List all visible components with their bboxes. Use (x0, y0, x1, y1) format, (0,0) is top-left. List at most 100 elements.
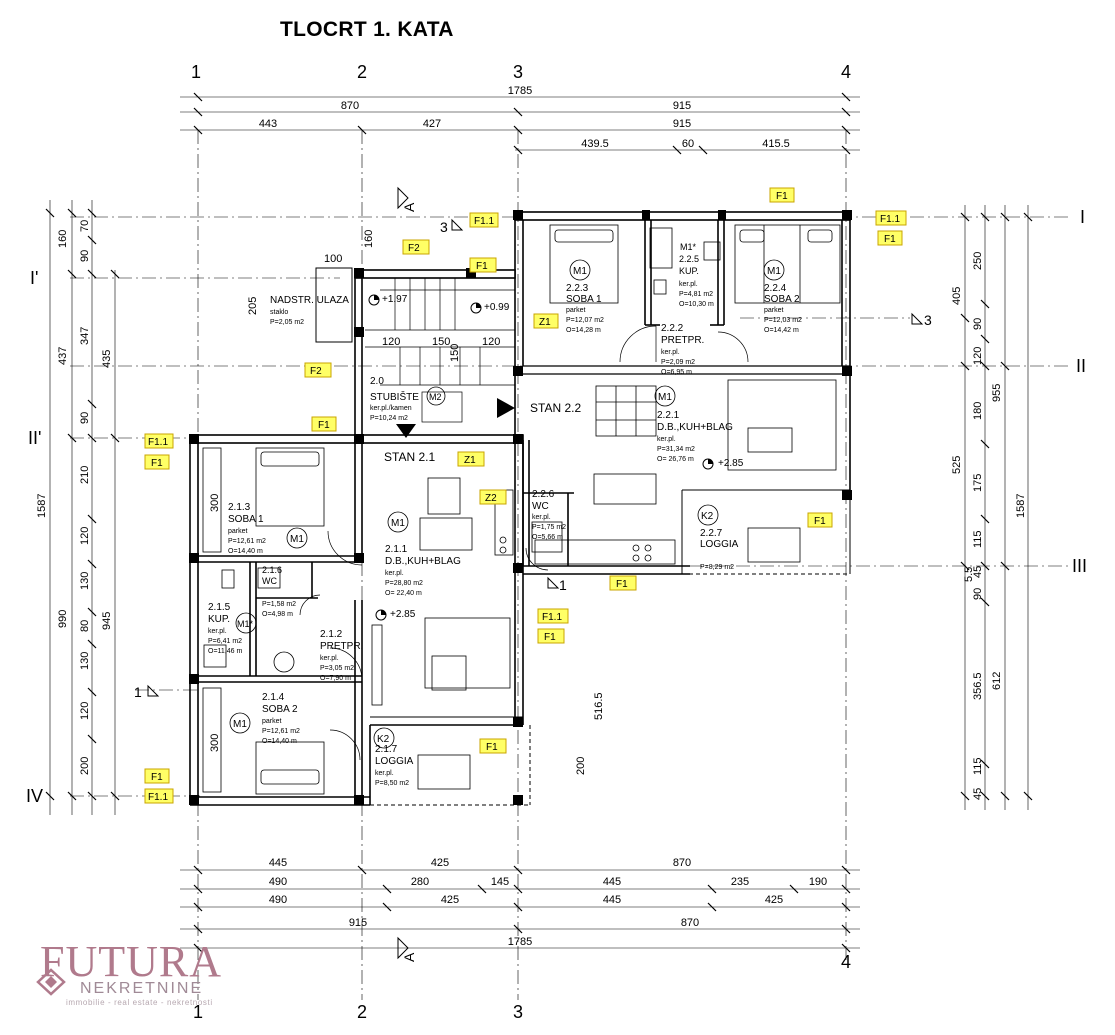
grid-col-4-bottom: 4 (841, 952, 851, 972)
svg-text:staklo: staklo (270, 309, 288, 316)
svg-text:2.1.4: 2.1.4 (262, 692, 285, 703)
svg-text:160: 160 (57, 230, 69, 248)
svg-text:955: 955 (991, 384, 1003, 402)
svg-text:60: 60 (682, 138, 694, 150)
svg-text:SOBA 1: SOBA 1 (566, 294, 602, 305)
svg-text:parket: parket (262, 718, 282, 725)
svg-text:F2: F2 (408, 243, 420, 254)
svg-text:45: 45 (972, 788, 984, 800)
tag-box: F1.1 (875, 210, 907, 226)
svg-text:F1.1: F1.1 (542, 612, 562, 623)
svg-text:405: 405 (951, 287, 963, 305)
svg-text:O= 26,76 m: O= 26,76 m (657, 456, 694, 463)
svg-text:356.5: 356.5 (972, 672, 984, 700)
finish-tags: F1 F1.1 F1.1 F1 F2 F1 Z1 F2 F1 F1.1 F1 Z… (144, 187, 907, 804)
tag-box: F1 (769, 187, 795, 203)
svg-text:1587: 1587 (36, 494, 48, 518)
room-2-1-3: M1 2.1.3 SOBA 1 parket P=12,61 m2 O=14,4… (228, 502, 308, 555)
svg-text:80: 80 (79, 620, 91, 632)
svg-text:P=2,09 m2: P=2,09 m2 (661, 359, 695, 366)
svg-text:2.1.3: 2.1.3 (228, 502, 251, 513)
svg-text:parket: parket (228, 528, 248, 535)
tag-box: Z1 (457, 451, 485, 467)
grid-col-2-bottom: 2 (357, 1002, 367, 1022)
svg-text:PRETPR.: PRETPR. (320, 641, 363, 652)
grid-row-I: I (1080, 207, 1085, 227)
svg-text:O=14,40 m: O=14,40 m (228, 548, 263, 555)
tag-box: F1 (311, 416, 337, 432)
svg-text:612: 612 (991, 672, 1003, 690)
room-2-2-5: M1* 2.2.5 KUP. ker.pl. P=4,81 m2 O=10,30… (679, 242, 714, 308)
svg-text:P=1,75 m2: P=1,75 m2 (532, 524, 566, 531)
svg-text:O=5,66 m: O=5,66 m (532, 534, 563, 541)
svg-text:LOGGIA: LOGGIA (700, 539, 739, 550)
tag-box: F2 (304, 362, 332, 378)
staircase (380, 278, 515, 423)
svg-text:2.2.4: 2.2.4 (764, 283, 787, 294)
svg-text:425: 425 (431, 857, 449, 869)
svg-text:Z2: Z2 (485, 493, 497, 504)
room-2-2-1: M1 2.2.1 D.B.,KUH+BLAG ker.pl. P=31,34 m… (654, 385, 733, 463)
svg-text:+0.99: +0.99 (484, 302, 510, 313)
svg-text:Z1: Z1 (464, 455, 476, 466)
svg-text:120: 120 (79, 702, 91, 720)
house-logo-icon (36, 968, 66, 996)
svg-text:2.2.7: 2.2.7 (700, 528, 723, 539)
svg-text:F1: F1 (884, 234, 896, 245)
svg-text:490: 490 (269, 894, 287, 906)
svg-text:2.1.5: 2.1.5 (208, 602, 231, 613)
svg-text:190: 190 (809, 876, 827, 888)
grid-row-II-prime: II' (28, 428, 41, 448)
svg-text:490: 490 (269, 876, 287, 888)
svg-text:915: 915 (673, 100, 691, 112)
svg-text:870: 870 (341, 100, 359, 112)
svg-text:M1: M1 (391, 518, 405, 529)
room-2-1-7: K2 2.1.7 LOGGIA ker.pl. P=8,50 m2 (373, 727, 414, 787)
svg-text:250: 250 (972, 252, 984, 270)
svg-text:ker.pl.: ker.pl. (679, 281, 698, 288)
svg-text:2.2.5: 2.2.5 (679, 254, 699, 264)
svg-text:M1: M1 (573, 266, 587, 277)
svg-text:P=12,03 m2: P=12,03 m2 (764, 317, 802, 324)
grid-col-1-bottom: 1 (193, 1002, 203, 1022)
svg-text:2.2.2: 2.2.2 (661, 323, 684, 334)
svg-text:WC: WC (532, 501, 549, 512)
svg-text:SOBA 2: SOBA 2 (764, 294, 800, 305)
svg-text:+2.85: +2.85 (718, 458, 744, 469)
svg-text:M1*: M1* (237, 619, 254, 629)
svg-text:P=28,80 m2: P=28,80 m2 (385, 580, 423, 587)
dimension-lines-right (960, 205, 1033, 810)
svg-text:D.B.,KUH+BLAG: D.B.,KUH+BLAG (385, 556, 461, 567)
svg-text:200: 200 (79, 757, 91, 775)
svg-text:O=11,46 m: O=11,46 m (208, 648, 242, 655)
svg-text:3: 3 (924, 312, 932, 328)
svg-text:SOBA 2: SOBA 2 (262, 704, 298, 715)
svg-text:3: 3 (440, 219, 448, 235)
svg-text:P=2,05 m2: P=2,05 m2 (270, 319, 304, 326)
svg-text:F1: F1 (318, 420, 330, 431)
svg-text:915: 915 (673, 118, 691, 130)
svg-text:+1.97: +1.97 (382, 294, 408, 305)
svg-text:120: 120 (382, 336, 400, 348)
svg-text:A: A (401, 952, 417, 962)
svg-text:KUP.: KUP. (679, 266, 699, 276)
svg-text:ker.pl.: ker.pl. (320, 655, 339, 662)
svg-text:M1: M1 (767, 266, 781, 277)
tag-box: F1 (144, 768, 170, 784)
svg-text:parket: parket (764, 307, 784, 314)
entry-arrows (396, 398, 515, 438)
room-2-1-6: 2.1.6 WC P=1,58 m2 O=4,98 m (262, 565, 296, 618)
svg-text:145: 145 (491, 876, 509, 888)
svg-text:KUP.: KUP. (208, 614, 230, 625)
svg-text:280: 280 (411, 876, 429, 888)
svg-text:F1: F1 (776, 191, 788, 202)
svg-text:P=12,07 m2: P=12,07 m2 (566, 317, 604, 324)
room-2-0: M2 2.0 STUBIŠTE ker.pl./kamen P=10,24 m2 (370, 376, 446, 422)
apartment-2-2-label: STAN 2.2 (530, 401, 581, 415)
svg-text:PRETPR.: PRETPR. (661, 335, 704, 346)
svg-text:M1: M1 (658, 392, 672, 403)
tag-box: F2 (402, 239, 430, 255)
dimension-text-top: 1785 870 915 443 427 915 439.5 60 415.5 (259, 85, 790, 150)
furniture (202, 224, 841, 795)
svg-text:K2: K2 (377, 734, 390, 745)
